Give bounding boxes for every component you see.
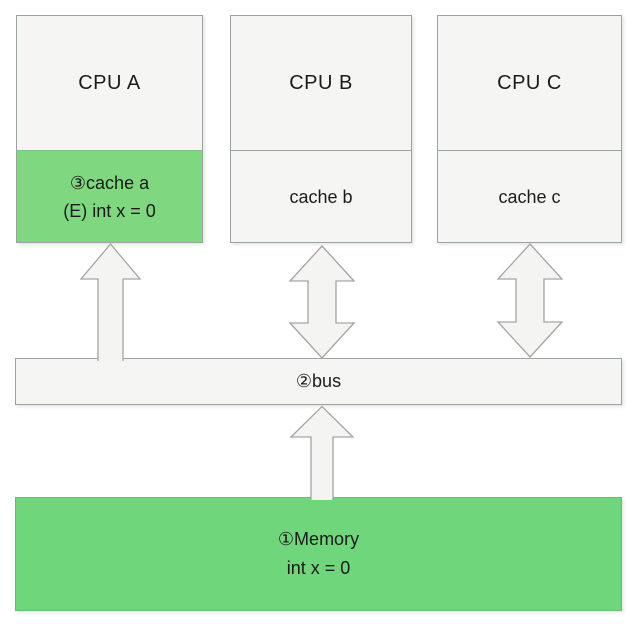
cache-a-value: (E) int x = 0 <box>63 200 156 221</box>
cpu-c-label: CPU C <box>497 71 562 94</box>
cache-c-bus-arrow-icon <box>496 243 564 358</box>
cache-b-bus-arrow-icon <box>288 245 356 359</box>
cpu-a-label: CPU A <box>78 71 141 94</box>
cache-a-box: ③cache a (E) int x = 0 <box>17 150 202 242</box>
cache-b-label: cache b <box>289 186 353 207</box>
cpu-b-box: CPU B cache b <box>230 15 412 243</box>
cache-a-label: ③cache a <box>69 172 150 193</box>
cache-a-to-bus-arrow-icon <box>79 242 142 361</box>
cpu-b-label: CPU B <box>289 71 353 94</box>
bus-label: ②bus <box>295 371 342 391</box>
memory-label: ①Memory <box>277 529 360 549</box>
memory-to-bus-arrow-icon <box>289 405 355 500</box>
bus-box: ②bus <box>15 358 622 405</box>
cpu-c-box: CPU C cache c <box>437 15 622 243</box>
cache-b-box: cache b <box>231 150 411 242</box>
cache-c-label: cache c <box>498 186 561 207</box>
memory-box: ①Memory int x = 0 <box>15 497 622 611</box>
memory-value: int x = 0 <box>286 558 351 578</box>
cache-c-box: cache c <box>438 150 621 242</box>
cpu-a-box: CPU A ③cache a (E) int x = 0 <box>16 15 203 243</box>
